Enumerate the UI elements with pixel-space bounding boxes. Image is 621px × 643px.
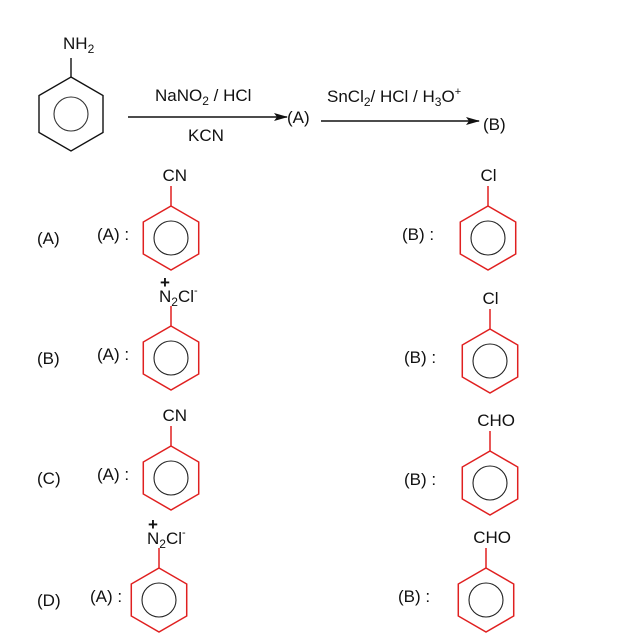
step1-reagent-top: NaNO2 / HCl bbox=[155, 86, 251, 108]
product-b-structure: Cl bbox=[459, 166, 517, 271]
product-b-prefix: (B) : bbox=[404, 470, 436, 489]
benzene-ring bbox=[459, 205, 517, 271]
product-a-prefix: (A) : bbox=[97, 465, 129, 484]
substituent-label: CN bbox=[163, 406, 188, 425]
substituent-label: Cl bbox=[481, 166, 497, 185]
product-b-prefix: (B) : bbox=[402, 225, 434, 244]
reaction-step-1: NaNO2 / HCl KCN (A) bbox=[128, 86, 310, 145]
product-a-structure: CN bbox=[142, 166, 200, 271]
product-b-structure: CHO bbox=[461, 411, 519, 516]
aniline-structure: NH2 bbox=[38, 34, 104, 152]
product-a-prefix: (A) : bbox=[97, 225, 129, 244]
product-b-label: (B) bbox=[483, 115, 506, 134]
aromatic-circle bbox=[468, 582, 504, 618]
benzene-ring bbox=[142, 445, 200, 511]
product-b-prefix: (B) : bbox=[398, 587, 430, 606]
product-a-prefix: (A) : bbox=[90, 587, 122, 606]
benzene-ring bbox=[142, 205, 200, 271]
benzene-ring bbox=[130, 567, 188, 633]
step1-reagent-bottom: KCN bbox=[188, 126, 224, 145]
diazonium-label: N2Cl- bbox=[147, 527, 186, 551]
option-letter: (A) bbox=[37, 229, 60, 248]
aromatic-circle bbox=[153, 340, 189, 376]
reaction-step-2: SnCl2/ HCl / H3O+ (B) bbox=[321, 86, 506, 134]
option-d[interactable]: (D) (A) : N2Cl-+ (B) : CHO bbox=[37, 515, 515, 633]
option-b[interactable]: (B) (A) : N2Cl-+ (B) : Cl bbox=[37, 273, 519, 394]
intermediate-a-label: (A) bbox=[287, 108, 310, 127]
answer-options: (A)(A) :CN(B) :Cl(B)(A) :N2Cl-+(B) :Cl(C… bbox=[37, 166, 519, 633]
aromatic-circle bbox=[153, 220, 189, 256]
option-letter: (C) bbox=[37, 469, 61, 488]
product-b-structure: CHO bbox=[457, 528, 515, 633]
benzene-ring bbox=[142, 325, 200, 391]
aromatic-circle bbox=[472, 465, 508, 501]
product-a-prefix: (A) : bbox=[97, 345, 129, 364]
product-a-structure: CN bbox=[142, 406, 200, 511]
product-a-structure: N2Cl-+ bbox=[130, 515, 188, 633]
aromatic-circle bbox=[153, 460, 189, 496]
substituent-label: CHO bbox=[477, 411, 515, 430]
aromatic-circle bbox=[53, 96, 89, 132]
option-a[interactable]: (A) (A) : CN (B) : Cl bbox=[37, 166, 517, 271]
option-c[interactable]: (C) (A) : CN (B) : CHO bbox=[37, 406, 519, 516]
aromatic-circle bbox=[470, 220, 506, 256]
product-b-structure: Cl bbox=[461, 289, 519, 394]
aromatic-circle bbox=[472, 343, 508, 379]
amine-label: NH2 bbox=[63, 34, 95, 56]
option-letter: (B) bbox=[37, 349, 60, 368]
aromatic-circle bbox=[141, 582, 177, 618]
positive-charge: + bbox=[148, 515, 158, 534]
option-letter: (D) bbox=[37, 591, 61, 610]
substituent-label: CN bbox=[163, 166, 188, 185]
substituent-label: CHO bbox=[473, 528, 511, 547]
diazonium-label: N2Cl- bbox=[159, 285, 198, 309]
substituent-label: Cl bbox=[483, 289, 499, 308]
benzene-ring bbox=[461, 450, 519, 516]
benzene-ring bbox=[461, 328, 519, 394]
product-a-structure: N2Cl-+ bbox=[142, 273, 200, 391]
positive-charge: + bbox=[160, 273, 170, 292]
benzene-ring bbox=[457, 567, 515, 633]
step2-reagent: SnCl2/ HCl / H3O+ bbox=[327, 86, 461, 109]
product-b-prefix: (B) : bbox=[404, 348, 436, 367]
benzene-ring bbox=[38, 76, 104, 152]
